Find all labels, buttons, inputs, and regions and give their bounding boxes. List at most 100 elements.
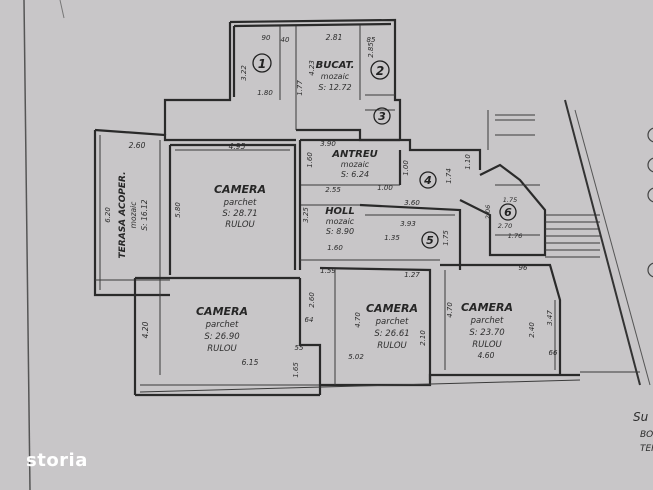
dim-label: 2.81 [326, 33, 343, 42]
dim-label: 1.00 [377, 184, 393, 192]
walls [93, 18, 651, 397]
dim-label: 1.76 [508, 232, 522, 240]
dim-label: 5.80 [174, 202, 182, 218]
footer-text-c: TEF [640, 444, 653, 454]
room-number-5: 5 [421, 231, 439, 249]
dim-label: 1.80 [257, 89, 273, 97]
svg-text:S: 16.12: S: 16.12 [140, 199, 149, 230]
svg-text:CAMERA: CAMERA [366, 302, 418, 315]
svg-text:2: 2 [376, 64, 384, 78]
room-label-camera-bottom-left: CAMERA parchet S: 26.90 RULOU [196, 305, 248, 354]
svg-text:S: 28.71: S: 28.71 [222, 209, 257, 219]
dim-label: 2.85 [367, 42, 375, 58]
dim-label: 85 [367, 36, 376, 44]
dim-label: 2.40 [528, 322, 536, 338]
dim-label: 3.93 [400, 220, 416, 228]
dim-label: 4.95 [229, 142, 246, 151]
dim-label: 66 [549, 349, 558, 357]
dim-label: 1.75 [442, 230, 450, 246]
dim-label: 55 [295, 344, 304, 352]
dim-label: 3.90 [320, 140, 336, 148]
svg-text:parchet: parchet [375, 317, 409, 327]
svg-text:RULOU: RULOU [207, 344, 237, 354]
svg-text:S: 8.90: S: 8.90 [326, 227, 354, 236]
dim-label: 4.70 [446, 302, 454, 318]
dim-label: 1.60 [306, 152, 314, 168]
room-label-holl: HOLL mozaic S: 8.90 [325, 206, 355, 236]
paper-edge-line [23, 0, 31, 490]
dim-label: 2.70 [498, 222, 512, 230]
room-number-1: 1 [252, 53, 272, 73]
room-number-3: 3 [373, 107, 391, 125]
svg-text:mozaic: mozaic [341, 160, 370, 169]
dim-label: 3.25 [302, 207, 310, 223]
svg-text:RULOU: RULOU [225, 220, 255, 230]
svg-text:CAMERA: CAMERA [214, 183, 266, 196]
dim-label: 2.60 [308, 292, 316, 308]
svg-text:6: 6 [504, 206, 512, 219]
svg-text:S: 23.70: S: 23.70 [469, 328, 504, 338]
dim-label: 4.70 [354, 312, 362, 328]
room-label-terasa: TERASA ACOPER. mozaic S: 16.12 [118, 172, 149, 259]
room-label-bucatarie: BUCAT. mozaic S: 12.72 [316, 60, 355, 92]
dim-label: 2.06 [484, 205, 492, 219]
svg-text:S: 26.90: S: 26.90 [204, 332, 239, 342]
svg-text:mozaic: mozaic [129, 201, 138, 229]
dim-label: 3.47 [546, 310, 554, 326]
svg-text:CAMERA: CAMERA [196, 305, 248, 318]
dim-label: 1.27 [404, 271, 420, 279]
svg-text:mozaic: mozaic [326, 217, 355, 226]
dim-label: 1.35 [384, 234, 400, 242]
dim-label: 1.74 [445, 168, 453, 184]
dim-label: 3.22 [240, 65, 248, 81]
dim-label: 1.59 [320, 267, 336, 275]
legend-marks [647, 127, 653, 278]
dim-label: 6.15 [242, 358, 259, 367]
footer-text-a: Su [633, 410, 649, 424]
dim-label: 1.00 [402, 160, 410, 176]
dim-label: 4.23 [308, 60, 316, 76]
dim-label: 1.75 [503, 196, 517, 204]
room-label-camera-bottom-middle: CAMERA parchet S: 26.61 RULOU [366, 302, 418, 351]
dim-label: 90 [262, 34, 271, 42]
paper-fold-line [59, 0, 65, 19]
svg-text:S: 26.61: S: 26.61 [374, 329, 409, 339]
svg-text:5: 5 [426, 234, 434, 247]
room-label-antreu: ANTREU mozaic S: 6.24 [331, 149, 378, 179]
room-number-2: 2 [370, 60, 390, 80]
dim-label: 1.60 [327, 244, 343, 252]
svg-text:TERASA ACOPER.: TERASA ACOPER. [118, 172, 128, 259]
svg-text:parchet: parchet [223, 198, 257, 208]
room-number-4: 4 [419, 171, 437, 189]
svg-text:RULOU: RULOU [472, 340, 502, 350]
dim-label: 3.60 [404, 199, 420, 207]
dim-label: 40 [281, 36, 290, 44]
svg-text:ANTREU: ANTREU [331, 149, 378, 160]
footer-text-b: BO [640, 430, 653, 440]
dim-label: 2.55 [325, 186, 341, 194]
dim-label: 4.60 [478, 351, 495, 360]
room-label-camera-bottom-right: CAMERA parchet S: 23.70 RULOU [461, 301, 513, 350]
svg-text:CAMERA: CAMERA [461, 301, 513, 314]
svg-text:4: 4 [423, 174, 432, 187]
room-number-6: 6 [499, 203, 517, 221]
dim-label: 64 [305, 316, 314, 324]
storia-watermark: storia [26, 450, 88, 471]
svg-text:3: 3 [378, 110, 386, 123]
svg-text:RULOU: RULOU [377, 341, 407, 351]
dim-label: 4.20 [141, 321, 150, 338]
dim-label: 1.10 [464, 154, 472, 170]
svg-text:parchet: parchet [205, 320, 239, 330]
dim-label: 2.10 [419, 330, 427, 346]
room-label-camera-top: CAMERA parchet S: 28.71 RULOU [214, 183, 266, 230]
svg-text:HOLL: HOLL [325, 206, 355, 217]
dim-label: 2.60 [129, 141, 146, 150]
svg-text:1: 1 [258, 57, 266, 71]
svg-text:mozaic: mozaic [321, 72, 350, 81]
dim-label: 6.20 [104, 207, 112, 223]
dim-label: 1.77 [296, 80, 304, 96]
svg-text:parchet: parchet [470, 316, 504, 326]
dimension-labels: 2.81 90 40 85 3.22 2.85 1.80 1.77 4.23 3… [104, 33, 558, 378]
